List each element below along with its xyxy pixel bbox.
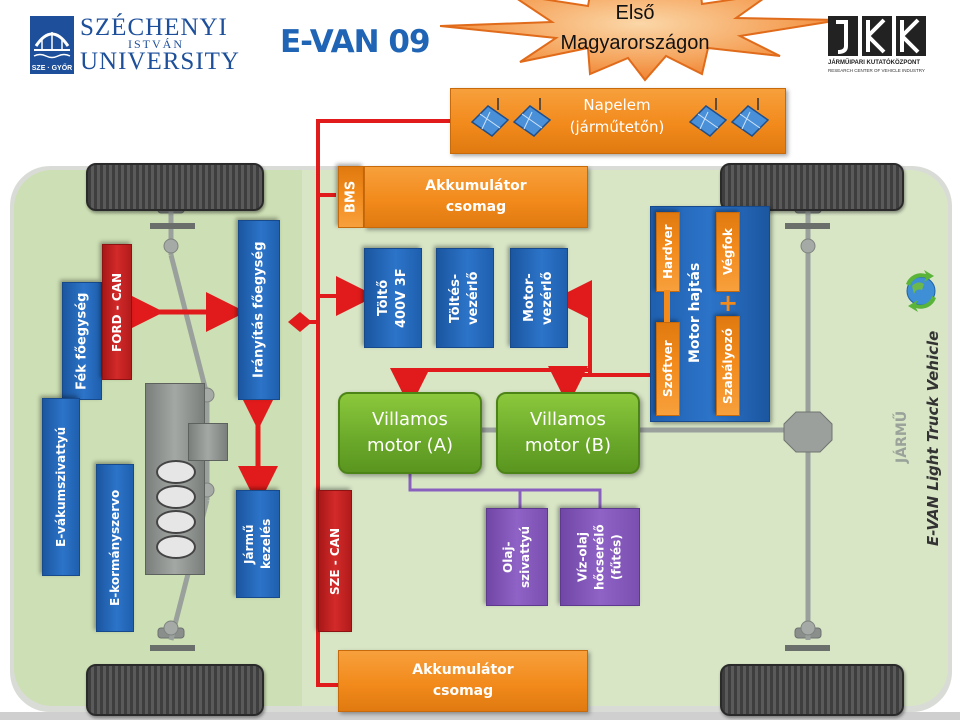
- cylinder-icon: [156, 460, 196, 484]
- villamos-motor-b: Villamos motor (B): [496, 392, 640, 474]
- tyre-front-right: [720, 163, 904, 211]
- e-kormanyszervo-box: E-kormányszervo: [96, 464, 134, 632]
- solar-panel-icon: [730, 98, 770, 137]
- solar-panel-icon: [512, 98, 552, 137]
- jarmu-label: JÁRMŰ: [894, 410, 910, 464]
- bottom-bar: [0, 712, 960, 720]
- burst-text: Első Magyarországon: [560, 2, 710, 54]
- tyre-rear-right: [720, 664, 904, 716]
- ford-can-box: FORD - CAN: [102, 244, 132, 380]
- tolto-box: Töltő 400V 3F: [364, 248, 422, 348]
- logo-istvan: ISTVÁN: [128, 37, 184, 51]
- logo-name: SZÉCHENYI: [80, 14, 228, 41]
- page-title: E-VAN 09: [280, 24, 431, 60]
- sze-can-box: SZE - CAN: [318, 490, 352, 632]
- jkk-sub: RESEARCH CENTER OF VEHICLE INDUSTRY: [828, 68, 925, 73]
- shield-icon: SZE · GYŐR: [30, 16, 74, 74]
- light-truck-label: E-VAN Light Truck Vehicle: [924, 330, 942, 546]
- recycle-globe-icon: [906, 270, 936, 312]
- villamos-motor-a: Villamos motor (A): [338, 392, 482, 474]
- engine-block: [145, 383, 205, 575]
- bridge-icon: [33, 32, 71, 59]
- battery-bottom-box: Akkumulátor csomag: [338, 650, 588, 712]
- hardver-szoftver-link: [664, 290, 670, 322]
- toltes-vezerlo-box: Töltés- vezérlő: [436, 248, 494, 348]
- fek-foegyseg-box: Fék főegység: [62, 282, 102, 400]
- logo-university: UNIVERSITY: [80, 48, 240, 75]
- cylinder-icon: [156, 535, 196, 559]
- tyre-front-left: [86, 163, 264, 211]
- university-logo: SZE · GYŐR SZÉCHENYI ISTVÁN UNIVERSITY: [30, 14, 240, 76]
- cylinder-icon: [156, 485, 196, 509]
- tyre-rear-left: [86, 664, 264, 716]
- jkk-name: JÁRMŰIPARI KUTATÓKÖZPONT: [828, 60, 920, 66]
- gearbox: [188, 423, 228, 461]
- solar-panel-icon: [688, 98, 728, 137]
- battery-top-box: Akkumulátor csomag: [364, 166, 588, 228]
- viz-olaj-hocserelo-box: Víz-olaj hőcserélő (fűtés): [560, 508, 640, 606]
- jkk-logo: JÁRMŰIPARI KUTATÓKÖZPONT RESEARCH CENTER…: [828, 16, 938, 78]
- hardver-box: Hardver: [656, 212, 680, 292]
- olaj-szivattyu-box: Olaj- szivattyú: [486, 508, 548, 606]
- motor-hajtas-label: Motor hajtás: [687, 262, 703, 364]
- szabalyozo-box: Szabályozó: [716, 316, 740, 416]
- starburst: [440, 0, 841, 82]
- motor-vezerlo-box: Motor- vezérlő: [510, 248, 568, 348]
- vegfok-box: Végfok: [716, 212, 740, 292]
- plus-icon: +: [718, 289, 739, 317]
- szoftver-box: Szoftver: [656, 322, 680, 416]
- logo-badge: SZE · GYŐR: [31, 65, 73, 72]
- napelem-label: Napelem (járműtetőn): [569, 96, 665, 136]
- jarmu-kezeles-box: Jármű kezelés: [236, 490, 280, 598]
- solar-panel-icon: [470, 98, 510, 137]
- e-vakumszivattyu-box: E-vákumszivattyú: [42, 398, 80, 576]
- cylinder-icon: [156, 510, 196, 534]
- bms-box: BMS: [338, 166, 364, 228]
- solar-panels: [470, 98, 770, 137]
- iranyitas-foegyseg-box: Irányítás főegység: [238, 220, 280, 400]
- jkk-mark-icon: [828, 16, 926, 56]
